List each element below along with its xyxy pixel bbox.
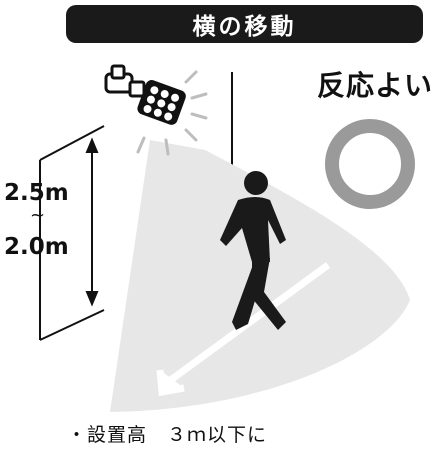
height-arrow-icon — [85, 137, 99, 307]
height-min-label: 2.0m — [4, 234, 69, 260]
reaction-label: 反応よい — [317, 69, 434, 102]
ring-icon — [325, 119, 415, 209]
diagram-title: 横の移動 — [192, 14, 297, 40]
title-bar: 横の移動 — [66, 5, 423, 43]
height-max-label: 2.5m — [4, 180, 69, 206]
person-walking-icon — [220, 171, 286, 330]
sensor-light-icon — [104, 64, 208, 156]
installation-note: ・設置高 ３ｍ以下に — [67, 424, 268, 446]
height-range-separator: ~ — [30, 205, 46, 226]
